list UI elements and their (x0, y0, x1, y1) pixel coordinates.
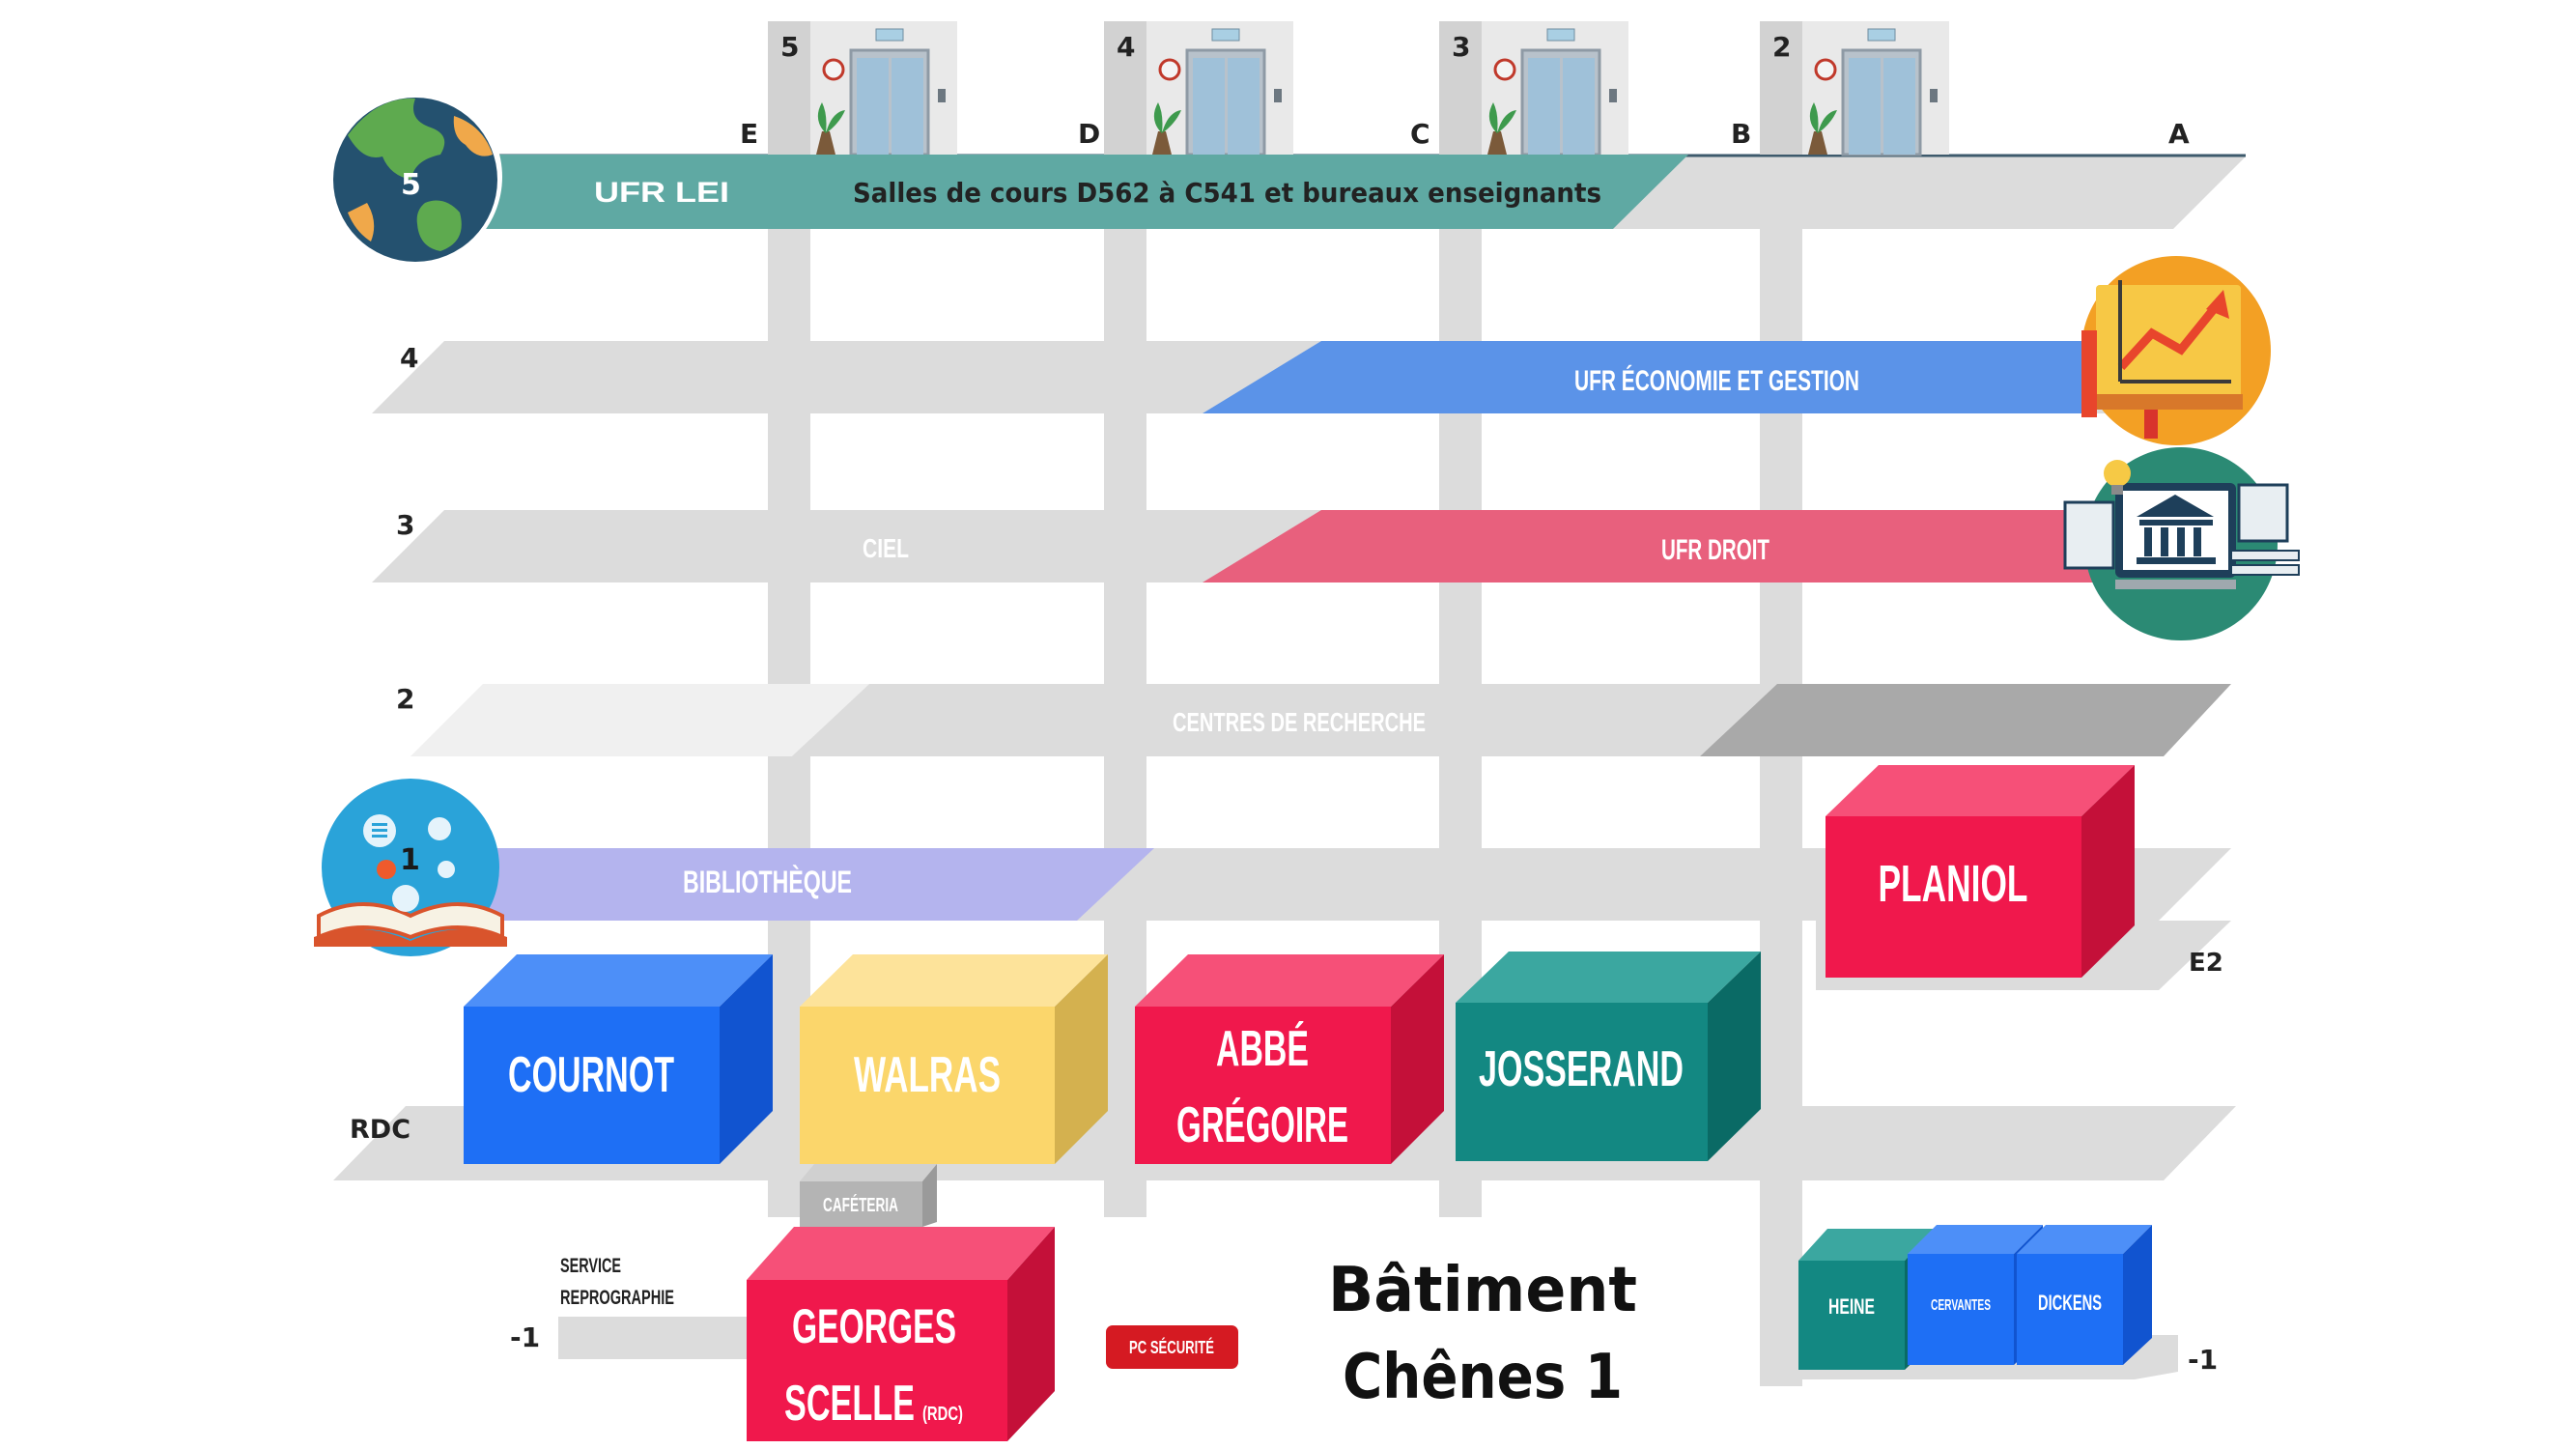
band-label-ufr-lei: UFR LEI (594, 177, 729, 209)
globe-icon: 5 (319, 85, 502, 269)
pc-securite-badge: PC SÉCURITÉ (1106, 1325, 1238, 1369)
level-e2-label: E2 (2189, 949, 2223, 978)
courthouse-icon (2063, 447, 2300, 640)
level-1-label: 1 (400, 843, 420, 877)
band-ufr-lei (406, 155, 1688, 229)
shaft-letter-c: C (1410, 118, 1430, 150)
shaft-letter-d: D (1078, 118, 1100, 150)
block-label-cournot: COURNOT (508, 1047, 674, 1103)
page-title: Bâtiment Chênes 1 (1328, 1255, 1637, 1413)
pc-securite-label: PC SÉCURITÉ (1129, 1337, 1214, 1357)
block-label-scelle: SCELLE (784, 1376, 915, 1432)
band-label-ciel: CIEL (863, 533, 909, 563)
shaft-number-4: 4 (1117, 31, 1135, 63)
bands (406, 155, 2096, 921)
elevator-5 (768, 21, 957, 156)
block-planiol: PLANIOL (1826, 765, 2135, 978)
level-4-label: 4 (400, 342, 418, 374)
floor-2-slab (792, 684, 1777, 756)
band-label-bibliotheque: BIBLIOTHÈQUE (683, 865, 852, 899)
level-labels: 4 3 2 RDC -1 -1 E2 (350, 342, 2223, 1376)
elevator-3 (1439, 21, 1628, 156)
book-icon: 1 (314, 779, 507, 956)
block-josserand: JOSSERAND (1456, 952, 1761, 1161)
level-rdc-label: RDC (350, 1115, 410, 1145)
level-2-label: 2 (396, 683, 414, 715)
block-label-josserand: JOSSERAND (1479, 1041, 1684, 1097)
level-5-label: 5 (401, 168, 421, 202)
title-line1: Bâtiment (1328, 1255, 1637, 1326)
band-bibliotheque (464, 848, 1154, 921)
shaft-number-3: 3 (1452, 31, 1470, 63)
block-label-dickens: DICKENS (2038, 1291, 2102, 1315)
block-label-walras: WALRAS (854, 1047, 1001, 1103)
shaft-number-2: 2 (1772, 31, 1791, 63)
elevators (768, 21, 1949, 156)
block-cournot: COURNOT (464, 954, 773, 1164)
service-line1: SERVICE (560, 1255, 621, 1277)
shaft-letter-e: E (740, 118, 758, 150)
block-label-georges: GEORGES (792, 1299, 956, 1353)
band-label-ufr-droit: UFR DROIT (1661, 534, 1769, 566)
level-minus1-left-label: -1 (510, 1321, 540, 1353)
band-labels: UFR LEI Salles de cours D562 à C541 et b… (594, 177, 1859, 899)
block-dickens: DICKENS (2017, 1225, 2152, 1365)
band-label-centres: CENTRES DE RECHERCHE (1173, 707, 1426, 737)
block-label-cafeteria: CAFÉTERIA (823, 1194, 898, 1216)
block-label-gregoire: GRÉGOIRE (1176, 1097, 1348, 1153)
floor-minus1-left-slab (558, 1317, 756, 1359)
block-walras: WALRAS (800, 954, 1108, 1164)
block-label-abbe: ABBÉ (1216, 1021, 1309, 1077)
block-abbe-gregoire: ABBÉ GRÉGOIRE (1135, 954, 1444, 1164)
band-ufr-eco (1203, 341, 2096, 413)
shaft-labels: 5 4 3 2 E D C B A (740, 31, 2190, 150)
block-label-rdc-small: (RDC) (922, 1404, 963, 1425)
block-cafeteria: CAFÉTERIA (800, 1164, 937, 1227)
shaft-number-5: 5 (780, 31, 799, 63)
service-line2: REPROGRAPHIE (560, 1287, 674, 1309)
floor-2-slab-left (410, 684, 869, 756)
band-label-salles: Salles de cours D562 à C541 et bureaux e… (853, 177, 1601, 209)
block-label-planiol: PLANIOL (1879, 855, 2028, 913)
floor-2-slab-dark (1700, 684, 2231, 756)
column-b (1760, 145, 1802, 1386)
block-label-cervantes: CERVANTES (1931, 1297, 1991, 1314)
title-line2: Chênes 1 (1343, 1342, 1623, 1413)
shaft-letter-b: B (1731, 118, 1751, 150)
band-label-ufr-eco: UFR ÉCONOMIE ET GESTION (1574, 364, 1859, 397)
service-reprographie: SERVICE REPROGRAPHIE (560, 1255, 674, 1309)
chart-growth-icon (2081, 256, 2271, 445)
block-georges-scelle: GEORGES SCELLE (RDC) (747, 1227, 1055, 1441)
level-3-label: 3 (396, 509, 414, 541)
block-label-heine: HEINE (1828, 1294, 1875, 1319)
band-ufr-droit (1203, 510, 2096, 582)
elevator-4 (1104, 21, 1293, 156)
elevator-2 (1760, 21, 1949, 156)
end-letter-a: A (2168, 118, 2190, 150)
level-minus1-right-label: -1 (2188, 1344, 2218, 1376)
